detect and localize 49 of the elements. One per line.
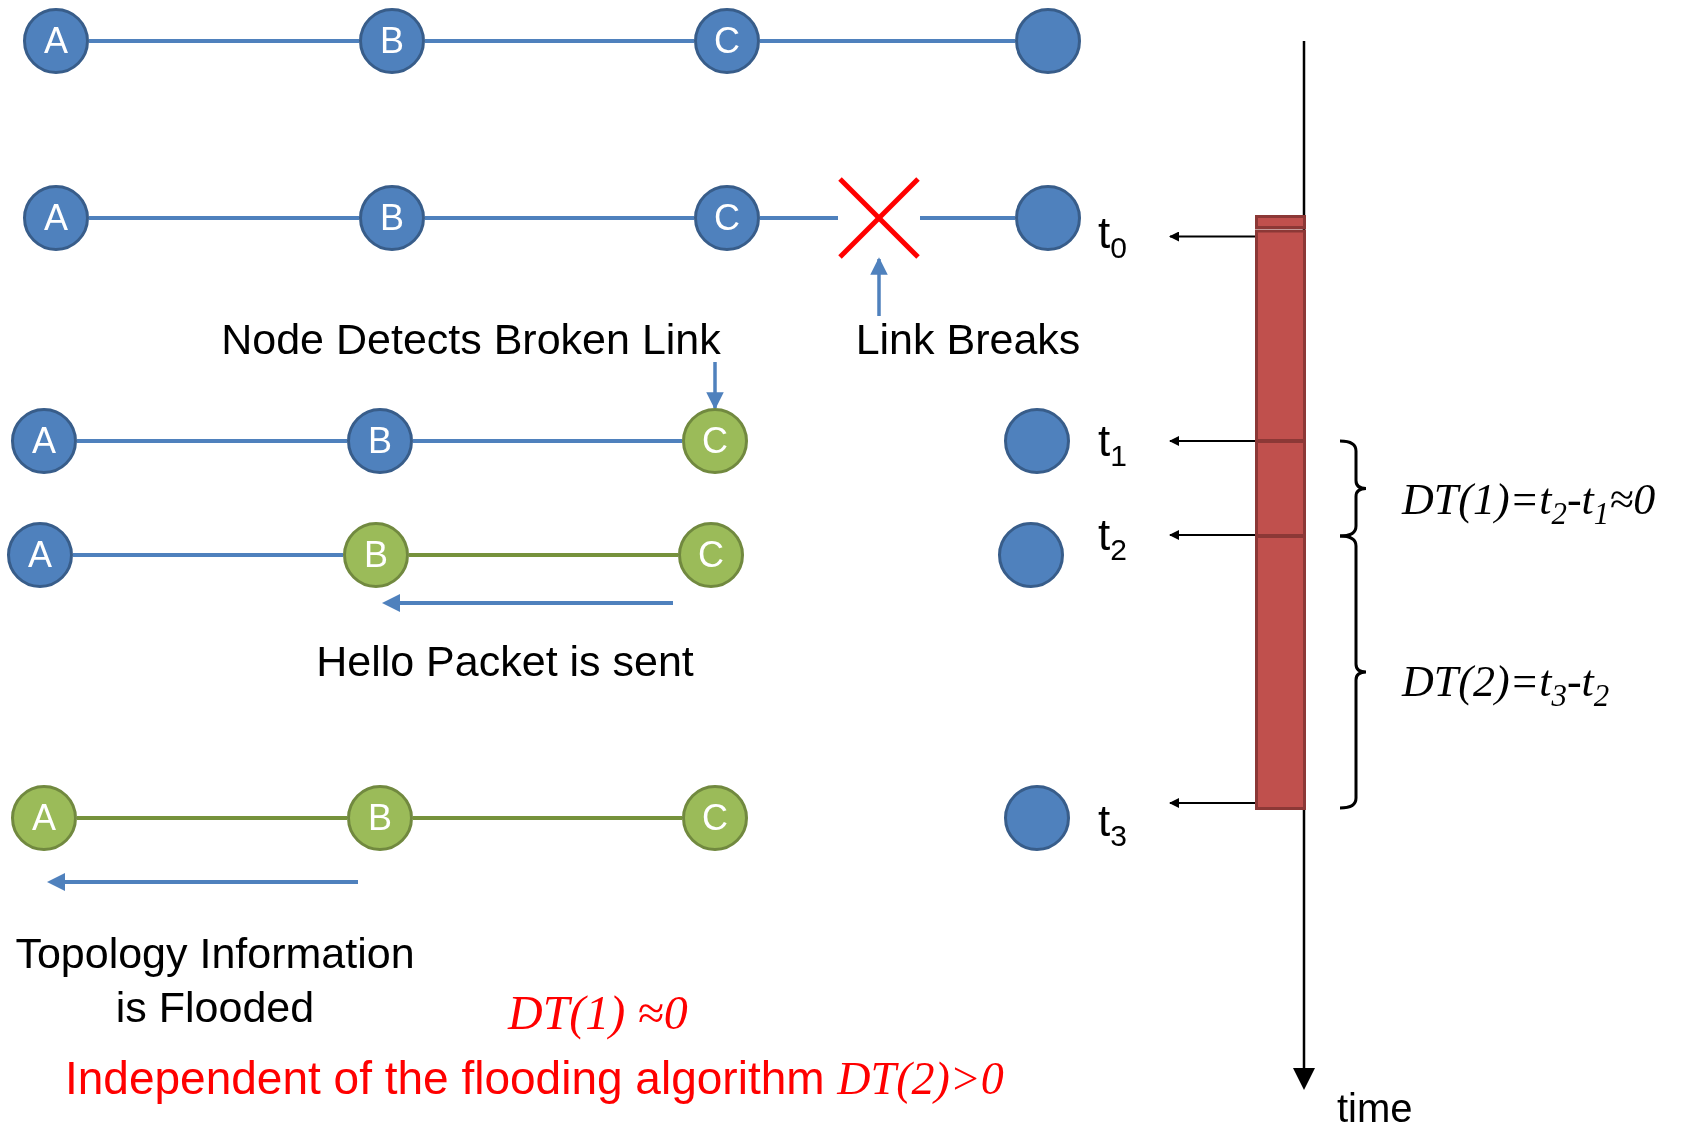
link-line: [760, 216, 838, 220]
link-line: [409, 553, 678, 557]
network-node: C: [678, 522, 744, 588]
link-line: [413, 816, 682, 820]
arrow: [1169, 436, 1256, 446]
link-line: [413, 439, 682, 443]
network-node: A: [11, 785, 77, 851]
time-bar: [1255, 215, 1306, 810]
arrow: [1169, 231, 1256, 242]
time-label: t$_{1}$: [1098, 416, 1170, 466]
network-node: C: [694, 8, 760, 74]
network-node: B: [343, 522, 409, 588]
formula-text: DT(2)=t$_{3}$-t$_{2}$: [1402, 656, 1610, 715]
network-node: B: [359, 8, 425, 74]
caption-text: Topology Information is Flooded: [14, 928, 416, 1033]
network-node: B: [347, 408, 413, 474]
formula-text: DT(1)=t$_{2}$-t$_{1}$≈0: [1402, 474, 1656, 533]
network-node: A: [11, 408, 77, 474]
link-line: [73, 553, 343, 557]
annotation-text: Node Detects Broken Link: [171, 316, 771, 362]
link-line: [77, 816, 347, 820]
link-line: [89, 216, 359, 220]
arrow: [1169, 530, 1256, 540]
network-node: B: [347, 785, 413, 851]
network-node: C: [682, 408, 748, 474]
caption-text: Hello Packet is sent: [315, 636, 695, 687]
break-cross-mark: [838, 177, 920, 259]
network-node: A: [7, 522, 73, 588]
formula-text: DT(1) ≈0: [508, 985, 688, 1042]
network-node: B: [359, 185, 425, 251]
axis-label: time: [1337, 1085, 1413, 1132]
network-node: C: [694, 185, 760, 251]
link-line: [77, 439, 347, 443]
link-line: [89, 39, 359, 43]
arrow: [1169, 798, 1256, 808]
network-node: A: [23, 185, 89, 251]
time-label: t$_{3}$: [1098, 796, 1170, 846]
network-node: A: [23, 8, 89, 74]
link-line: [920, 216, 1015, 220]
arrow: [706, 362, 724, 410]
note-text: Independent of the flooding algorithm DT(2)>0: [65, 1051, 1004, 1106]
annotation-text: Link Breaks: [833, 316, 1103, 362]
link-line: [425, 216, 694, 220]
link-line: [425, 39, 694, 43]
time-label: t$_{2}$: [1098, 510, 1170, 560]
time-label: t$_{0}$: [1098, 208, 1170, 258]
link-line: [760, 39, 1015, 43]
arrow: [870, 257, 888, 316]
network-node: C: [682, 785, 748, 851]
